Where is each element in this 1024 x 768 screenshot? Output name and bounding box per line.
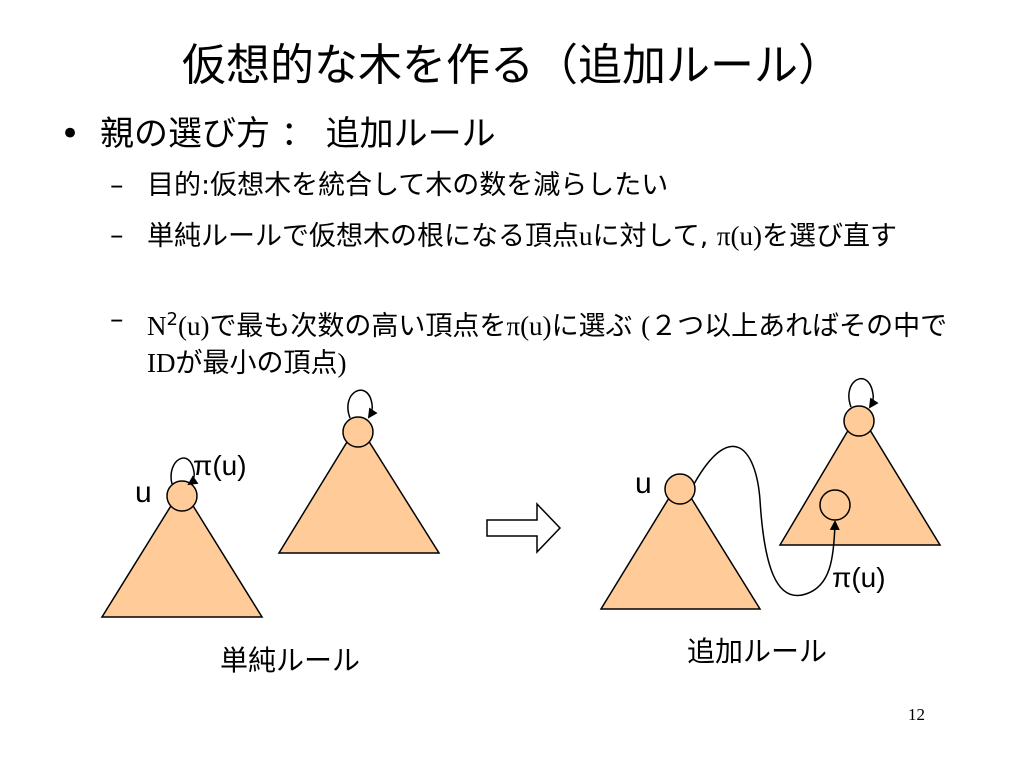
- subbullet-part: 単純ルールで仮想木の根になる頂点: [147, 221, 579, 252]
- subbullet-text: 目的:仮想木を統合して木の数を減らしたい: [147, 168, 967, 204]
- subbullet-part: ID: [147, 348, 176, 378]
- left-tree-other-triangle: [277, 422, 441, 554]
- subbullet-part: に対して,: [592, 221, 717, 252]
- subbullet-marker: –: [110, 170, 124, 201]
- subbullet-part: 目的:仮想木を統合して木の数を減らしたい: [147, 170, 669, 201]
- page-number: 12: [908, 705, 925, 724]
- left-u-label: u: [135, 476, 152, 509]
- slide-title: 仮想的な木を作る（追加ルール）: [182, 40, 842, 91]
- left-tree-u-triangle: [100, 486, 264, 618]
- subbullet-marker: –: [110, 304, 124, 335]
- left-node-u: [166, 480, 198, 512]
- subbullet-text: N2(u)で最も次数の高い頂点をπ(u)に選ぶ (２つ以上あればその中で IDが最…: [147, 302, 967, 382]
- subbullet-part: (u): [177, 311, 210, 341]
- subbullet-marker: –: [110, 220, 124, 251]
- left-other-self-loop-arrow: [347, 389, 378, 419]
- right-node-pi: [819, 489, 851, 521]
- right-node-other-root: [843, 405, 875, 437]
- subbullet-part: N: [147, 311, 167, 341]
- subbullet-part: u: [579, 221, 593, 251]
- subbullet-part: に選ぶ: [551, 311, 642, 342]
- right-tree-other-triangle: [778, 410, 942, 546]
- right-u-label: u: [635, 467, 652, 500]
- subbullet-part: ２つ以上あればその中で: [650, 311, 948, 342]
- subbullet-text: 単純ルールで仮想木の根になる頂点uに対して, π(u)を選び直す: [147, 218, 967, 255]
- subbullet-part: 2: [166, 309, 178, 330]
- left-node-other-root: [342, 416, 374, 448]
- transition-arrow-icon: [486, 502, 562, 554]
- bullet-text: 親の選び方 ： 追加ルール: [100, 114, 496, 154]
- left-self-loop-arrow: [170, 457, 199, 486]
- right-node-u: [664, 473, 696, 505]
- subbullet-part: が最小の頂点: [175, 348, 338, 379]
- subbullet-part: π(u): [716, 221, 762, 251]
- subbullet-part: π(u): [506, 311, 552, 341]
- subbullet-part: で最も次数の高い頂点を: [209, 311, 507, 342]
- right-pi-label: π(u): [832, 562, 886, 593]
- caption-additional-rule: 追加ルール: [687, 635, 828, 668]
- left-pi-label: π(u): [193, 450, 247, 481]
- right-other-self-loop-arrow: [848, 377, 879, 409]
- subbullet-part: を選び直す: [761, 221, 897, 252]
- right-parent-link-arrow: [693, 445, 840, 597]
- caption-simple-rule: 単純ルール: [220, 644, 361, 677]
- bullet-marker: •: [60, 114, 81, 154]
- subbullet-part: ): [337, 348, 347, 378]
- right-tree-u-triangle: [599, 478, 762, 610]
- subbullet-part: (: [641, 311, 651, 341]
